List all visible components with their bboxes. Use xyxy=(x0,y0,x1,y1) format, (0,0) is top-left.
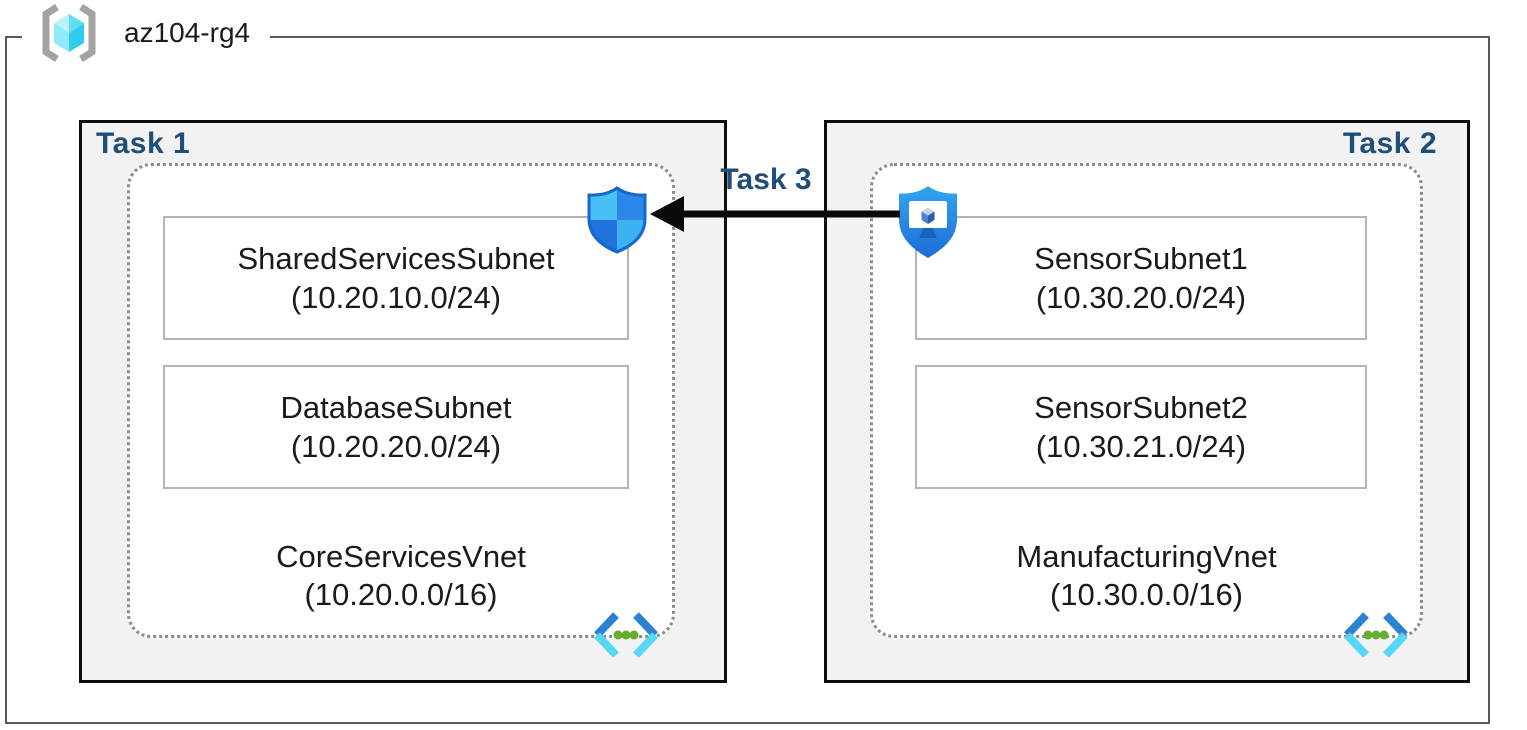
resource-group-header: az104-rg4 xyxy=(22,2,271,64)
task2-label: Task 2 xyxy=(1342,127,1437,160)
subnet-databasesubnet: DatabaseSubnet (10.20.20.0/24) xyxy=(163,365,629,489)
subnet-name: SharedServicesSubnet xyxy=(237,241,555,276)
vnet-title: CoreServicesVnet (10.20.0.0/16) xyxy=(130,538,672,614)
vnet-name: CoreServicesVnet xyxy=(276,539,526,574)
subnet-cidr: (10.20.20.0/24) xyxy=(290,429,502,464)
vnet-coreservicesvnet: SharedServicesSubnet (10.20.10.0/24) Dat… xyxy=(127,163,675,638)
subnet-sharedservicessubnet: SharedServicesSubnet (10.20.10.0/24) xyxy=(163,216,629,340)
task1-label: Task 1 xyxy=(96,127,191,160)
vnet-cidr: (10.20.0.0/16) xyxy=(304,577,498,612)
vnet-manufacturingvnet: SensorSubnet1 (10.30.20.0/24) SensorSubn… xyxy=(870,163,1423,638)
subnet-name: DatabaseSubnet xyxy=(280,390,512,425)
virtual-network-icon xyxy=(594,612,658,658)
vnet-cidr: (10.30.0.0/16) xyxy=(1049,577,1244,612)
subnet-cidr: (10.30.20.0/24) xyxy=(1035,280,1247,315)
resource-group-name: az104-rg4 xyxy=(124,17,251,48)
subnet-cidr: (10.30.21.0/24) xyxy=(1035,429,1247,464)
resource-group-icon xyxy=(42,4,96,62)
resource-group-boundary xyxy=(5,36,1490,724)
task3-arrow-icon xyxy=(650,196,900,232)
task3-label: Task 3 xyxy=(720,163,812,196)
subnet-name: SensorSubnet1 xyxy=(1034,241,1248,276)
subnet-cidr: (10.20.10.0/24) xyxy=(290,280,502,315)
subnet-sensorsubnet1: SensorSubnet1 (10.30.20.0/24) xyxy=(915,216,1367,340)
application-security-group-shield-icon xyxy=(899,186,957,258)
vnet-title: ManufacturingVnet (10.30.0.0/16) xyxy=(873,538,1420,614)
vnet-name: ManufacturingVnet xyxy=(1016,539,1277,574)
virtual-network-icon xyxy=(1344,612,1408,658)
network-security-group-shield-icon xyxy=(587,186,647,254)
subnet-sensorsubnet2: SensorSubnet2 (10.30.21.0/24) xyxy=(915,365,1367,489)
subnet-name: SensorSubnet2 xyxy=(1034,390,1248,425)
